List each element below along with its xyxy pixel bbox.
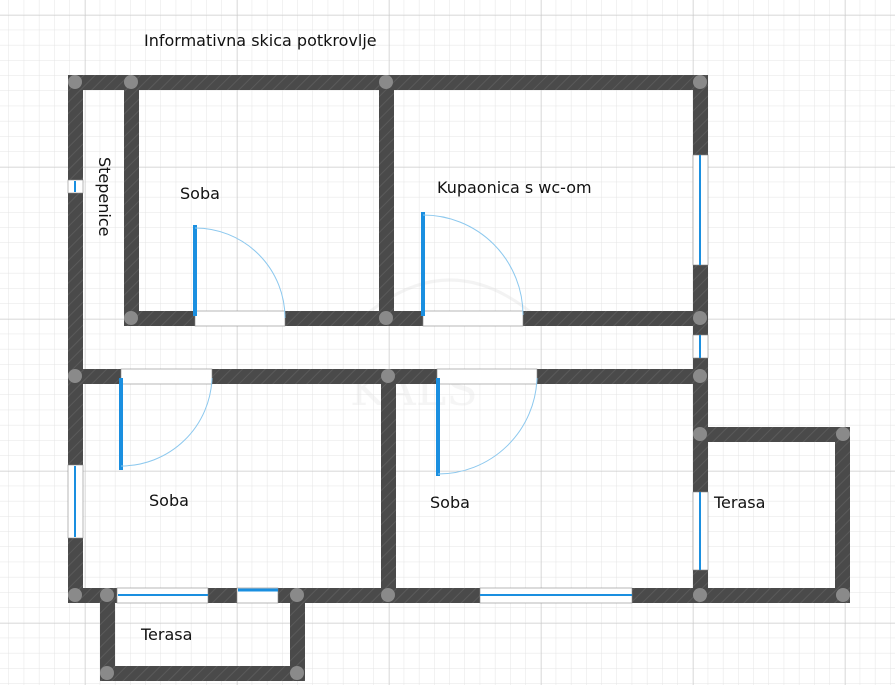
room-label-soba-upper: Soba [180, 184, 220, 203]
door-kupaonica [421, 212, 524, 316]
wall-rooms-divider [381, 376, 396, 602]
door-gap [436, 368, 538, 385]
terrace1-left [100, 595, 115, 680]
door-gap [194, 310, 286, 327]
window [236, 587, 279, 604]
terrace1-bottom [100, 666, 305, 681]
door-soba-left [119, 377, 213, 470]
wall-joints [68, 75, 850, 680]
room-label-soba-left: Soba [149, 491, 189, 510]
room-label-terasa-bottom: Terasa [140, 625, 192, 644]
room-label-kupaonica: Kupaonica s wc-om [437, 178, 592, 197]
terrace1-right [290, 595, 305, 680]
room-label-soba-right: Soba [430, 493, 470, 512]
plan-title: Informativna skica potkrovlje [144, 31, 377, 50]
door-soba-right [436, 377, 538, 476]
room-label-stepenice: Stepenice [95, 157, 114, 237]
window-panes [74, 155, 701, 596]
doors [119, 212, 538, 476]
door-gap [422, 310, 524, 327]
door-gap [120, 368, 213, 385]
room-label-terasa-right: Terasa [713, 493, 765, 512]
wall-bath-left [379, 82, 394, 325]
door-soba-upper [193, 225, 286, 319]
wall-stair [124, 82, 139, 325]
terrace2-top [693, 427, 850, 442]
terrace2-right [835, 427, 850, 602]
